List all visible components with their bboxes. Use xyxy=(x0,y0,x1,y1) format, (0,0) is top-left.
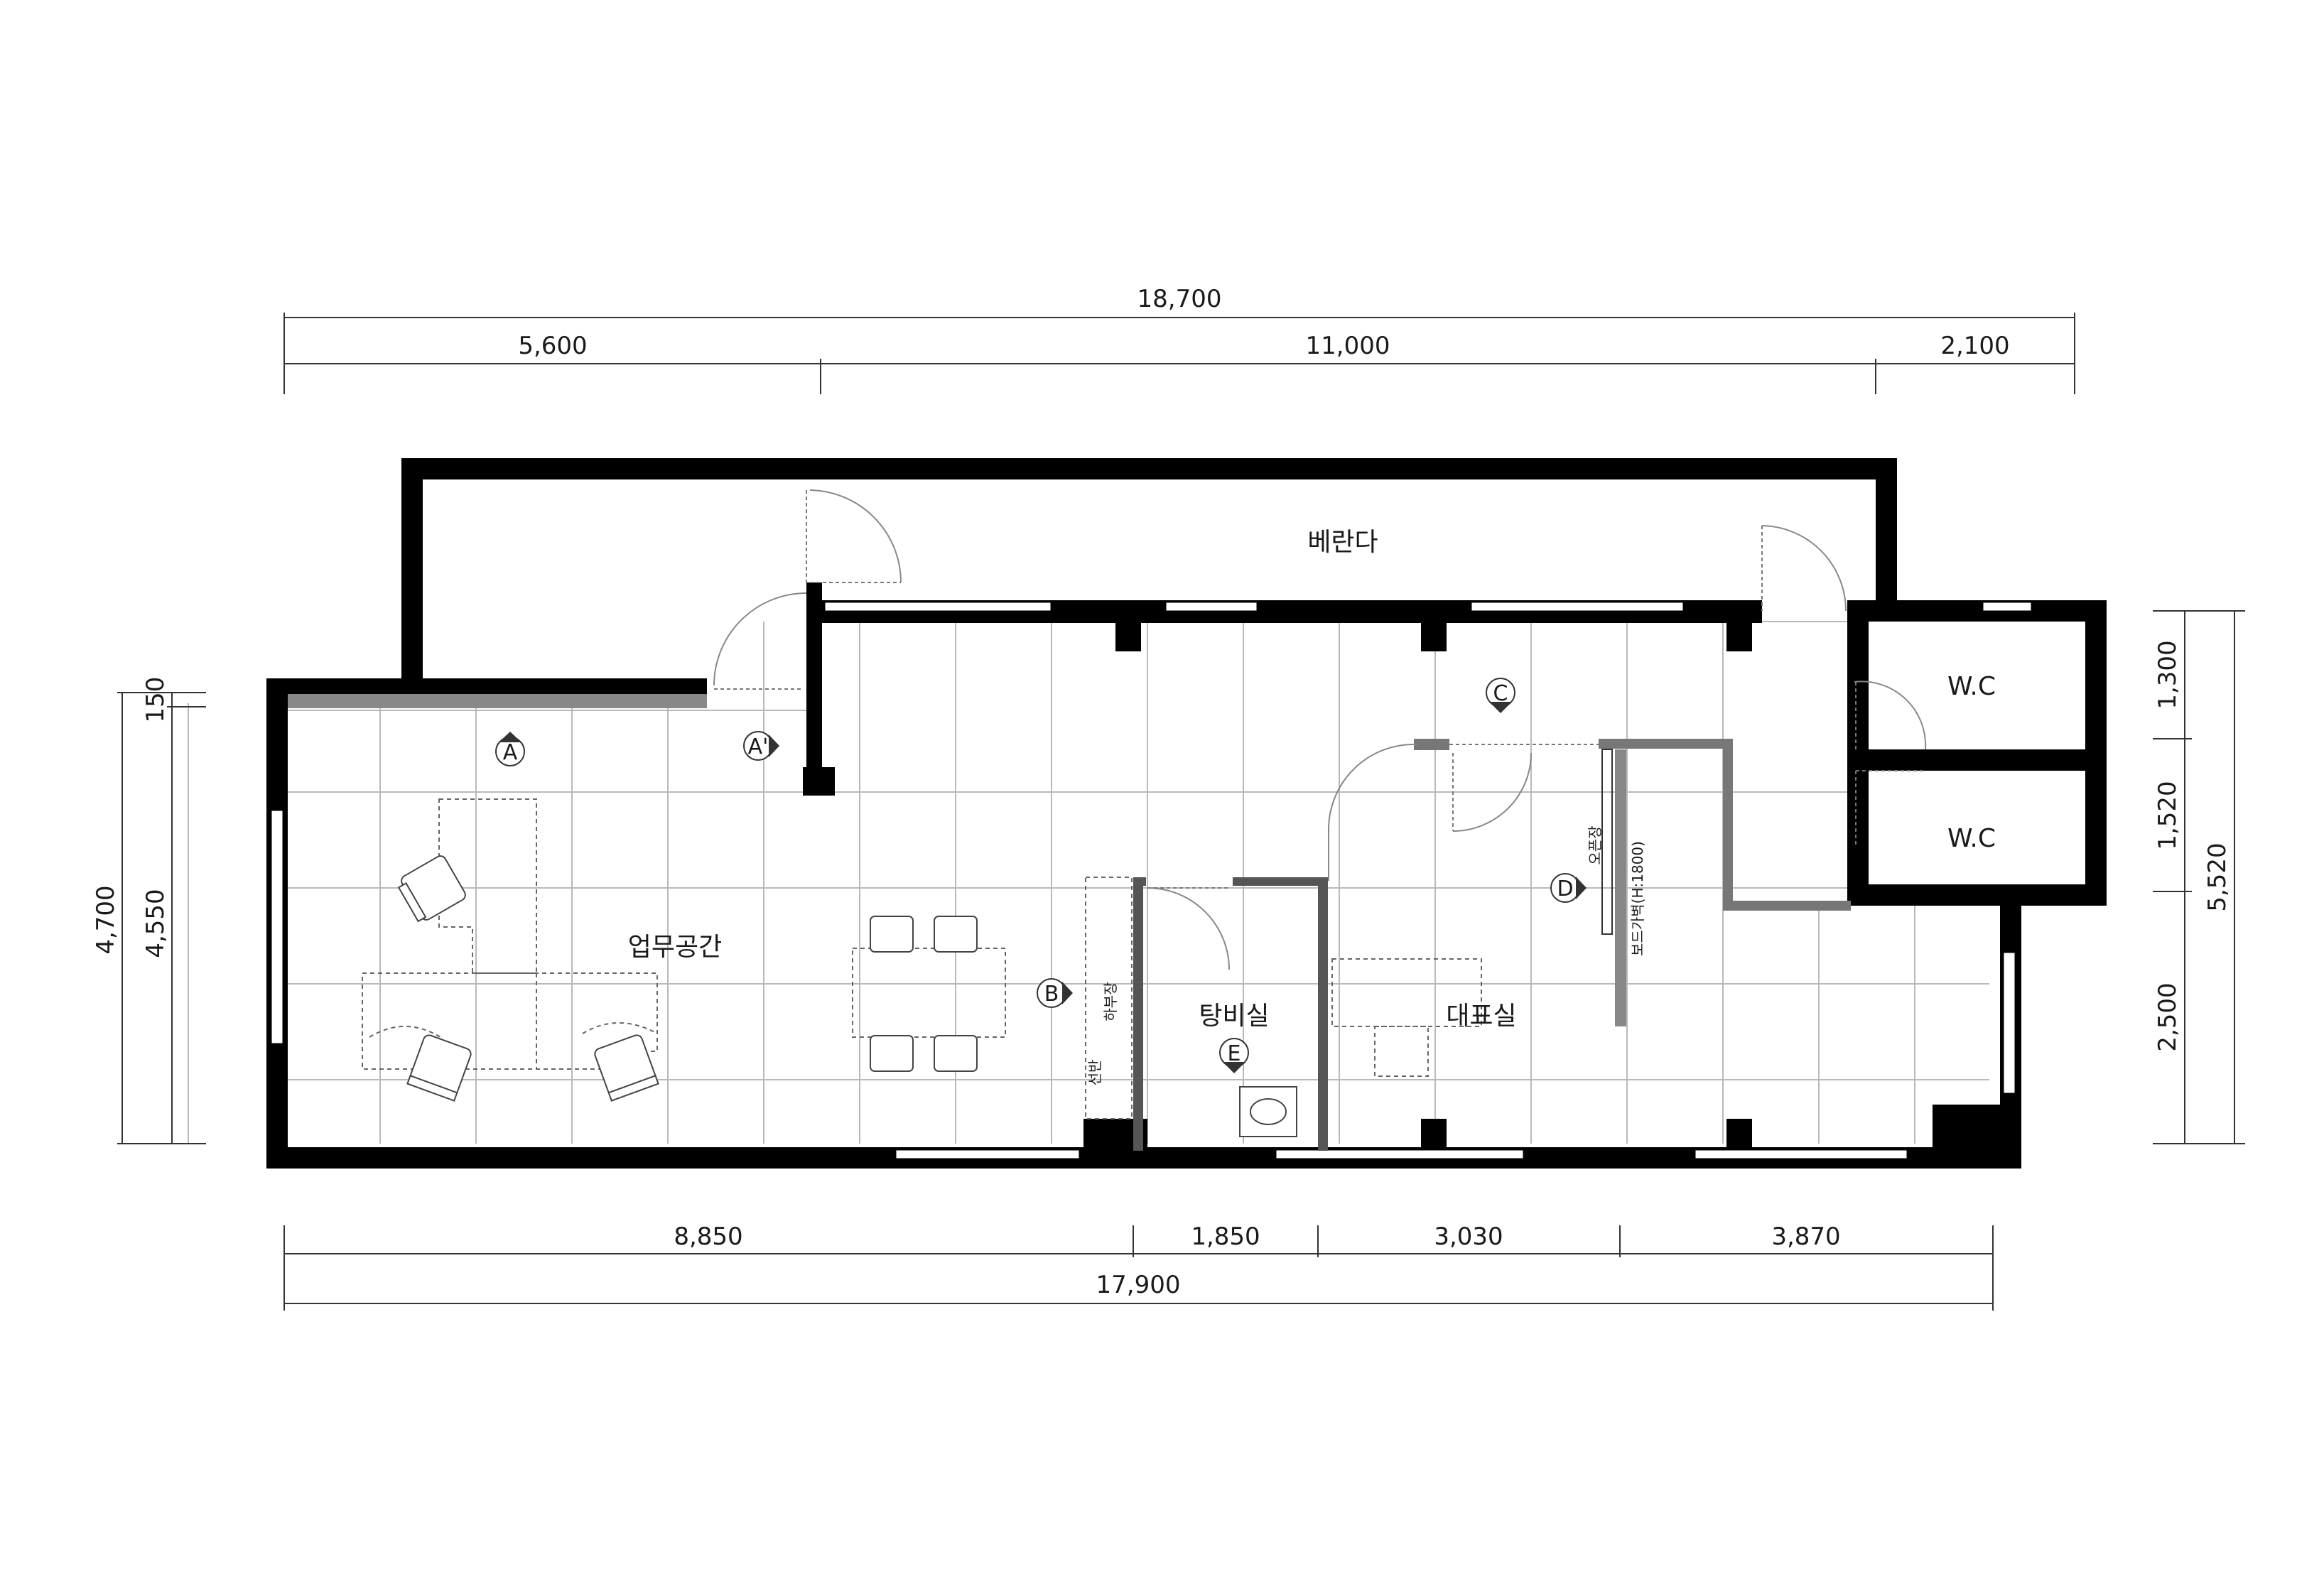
walls xyxy=(266,458,2107,1169)
svg-text:A: A xyxy=(503,740,518,765)
room-label-ceo-office: 대표실 xyxy=(1446,1002,1516,1031)
note-lower-cabinet: 하부장 xyxy=(1102,982,1119,1021)
view-marker-b: B xyxy=(1037,978,1073,1008)
dim-top-total: 18,700 xyxy=(1137,285,1222,313)
room-label-veranda: 베란다 xyxy=(1307,528,1378,557)
dim-bottom-4: 3,870 xyxy=(1771,1222,1840,1251)
dim-top-right: 2,100 xyxy=(1940,332,2009,360)
dim-bottom-total: 17,900 xyxy=(1096,1271,1181,1299)
note-open-cabinet: 오픈장 xyxy=(1587,825,1604,864)
svg-text:A': A' xyxy=(748,734,769,759)
office-chair xyxy=(594,1034,659,1102)
svg-text:D: D xyxy=(1557,877,1573,901)
svg-text:B: B xyxy=(1044,982,1059,1007)
dim-top-left: 5,600 xyxy=(518,332,587,360)
dimension-lines xyxy=(117,313,2245,1311)
partitions xyxy=(1133,739,1851,1151)
office-chair xyxy=(397,855,466,923)
dim-left-outer: 4,700 xyxy=(92,885,120,954)
view-marker-c: C xyxy=(1486,678,1515,713)
dim-bottom-2: 1,850 xyxy=(1191,1222,1260,1251)
dim-right-1: 1,300 xyxy=(2153,640,2182,709)
doors xyxy=(713,489,1927,970)
view-marker-a: A xyxy=(495,732,525,766)
view-marker-e: E xyxy=(1219,1038,1249,1073)
windows xyxy=(269,600,2033,1161)
dim-right-3: 2,500 xyxy=(2153,982,2182,1051)
dim-top-mid: 11,000 xyxy=(1306,332,1390,360)
dim-left-inner: 4,550 xyxy=(141,889,170,958)
room-label-workspace: 업무공간 xyxy=(628,933,722,962)
dim-right-total: 5,520 xyxy=(2203,842,2232,911)
dim-right-2: 1,520 xyxy=(2153,781,2182,850)
note-board-partition: 보드가벽(H:1800) xyxy=(1629,841,1646,956)
room-label-pantry: 탕비실 xyxy=(1199,1002,1269,1031)
dim-bottom-3: 3,030 xyxy=(1434,1222,1503,1251)
office-chair xyxy=(406,1034,472,1102)
room-label-wc-upper: W.C xyxy=(1947,672,1996,701)
svg-text:E: E xyxy=(1228,1041,1241,1066)
view-marker-d: D xyxy=(1550,873,1587,903)
dim-bottom-1: 8,850 xyxy=(674,1222,742,1251)
furniture xyxy=(362,798,1482,1137)
dim-left-top: 150 xyxy=(141,677,170,723)
svg-text:C: C xyxy=(1493,681,1508,706)
note-shelf: 선반 xyxy=(1086,1060,1103,1086)
room-label-wc-lower: W.C xyxy=(1947,824,1996,853)
view-marker-a-prime: A' xyxy=(743,731,779,761)
